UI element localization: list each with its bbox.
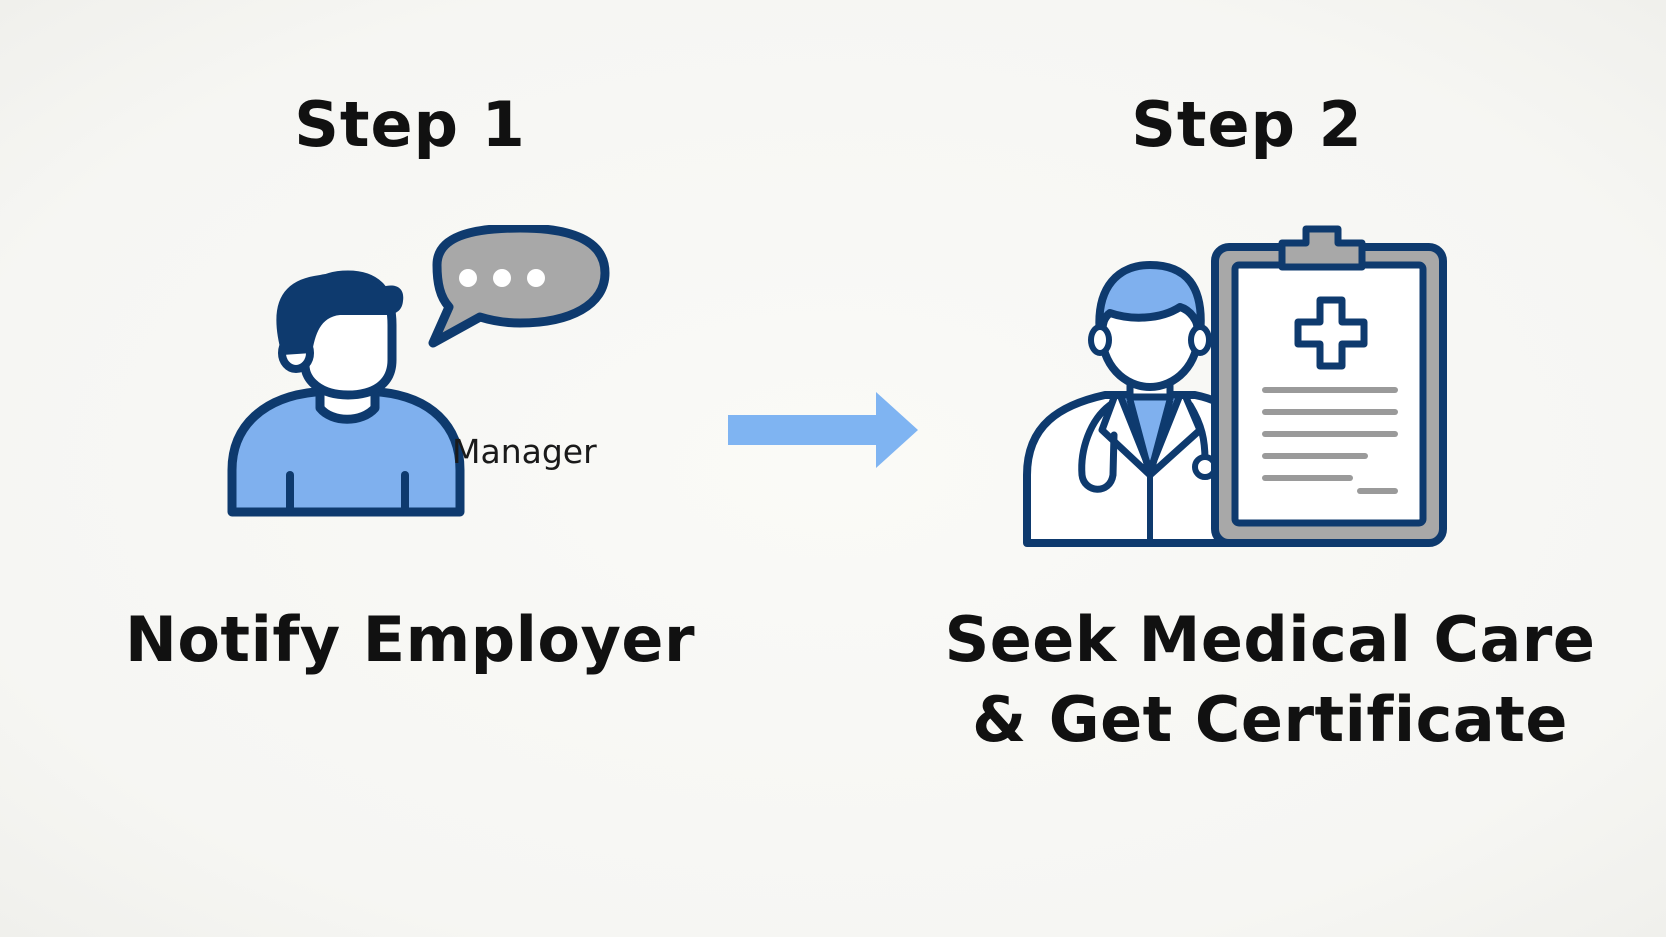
step1-illustration xyxy=(227,225,610,517)
step1-heading: Step 1 xyxy=(294,88,526,161)
step2-heading: Step 2 xyxy=(1131,88,1363,161)
step1-caption: Notify Employer xyxy=(124,603,696,676)
step2-caption: Seek Medical Care & Get Certificate xyxy=(900,600,1640,760)
arrow-right-icon xyxy=(728,392,918,468)
person-icon xyxy=(227,270,465,517)
step2-illustration xyxy=(1023,225,1447,547)
manager-label: Manager xyxy=(452,432,597,471)
speech-bubble-icon xyxy=(428,225,610,348)
medical-clipboard-icon xyxy=(1211,225,1447,547)
doctor-icon xyxy=(1023,261,1249,547)
step2-caption-line1: Seek Medical Care xyxy=(944,603,1596,676)
step2-caption-line2: & Get Certificate xyxy=(972,683,1568,756)
